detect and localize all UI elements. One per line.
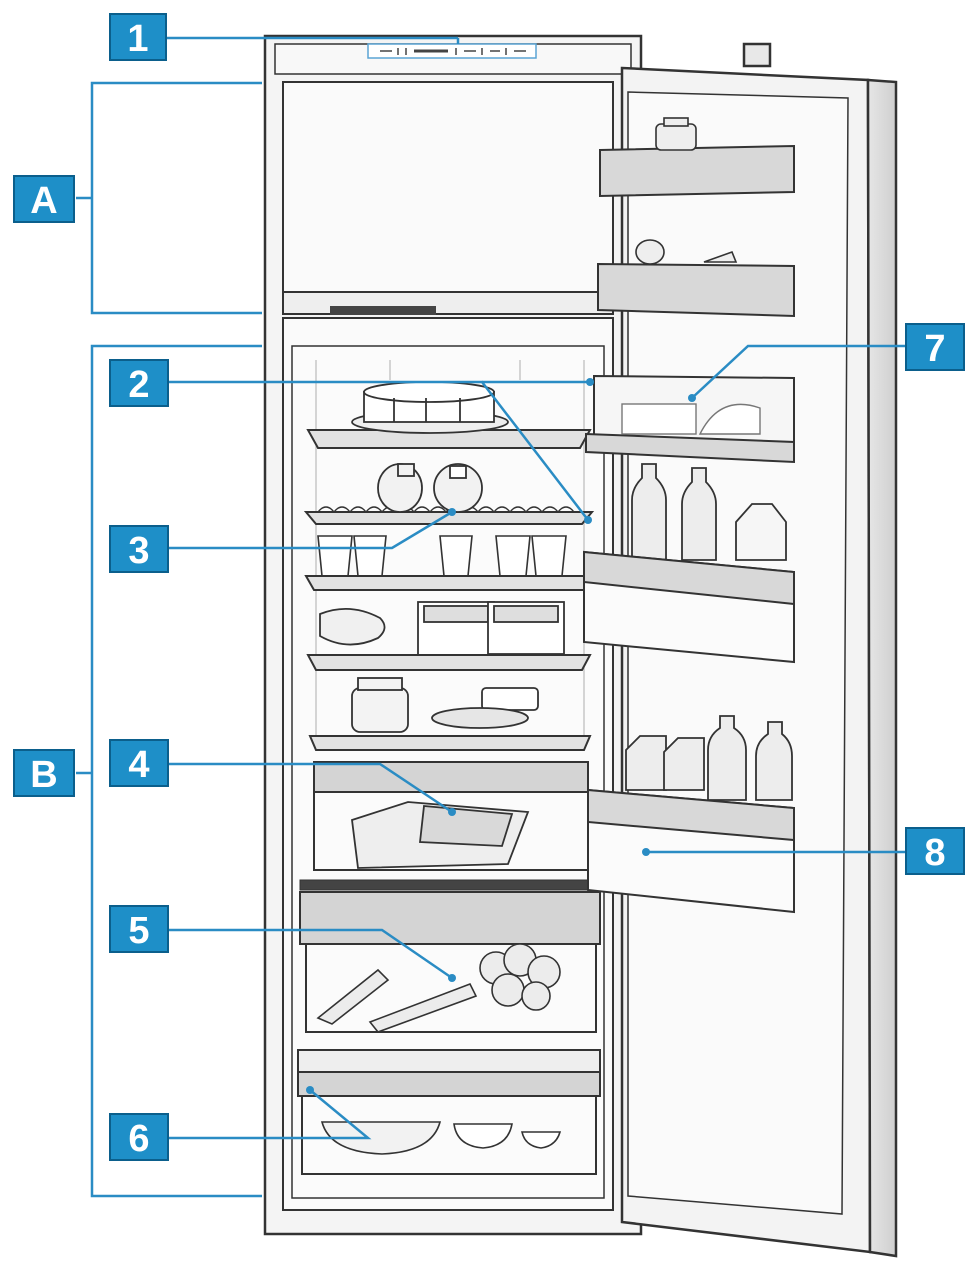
leader-6 xyxy=(168,1089,372,1140)
cake-icon xyxy=(351,381,509,434)
control-panel xyxy=(367,43,537,59)
bowls-icon xyxy=(320,1121,562,1155)
upper-handle xyxy=(330,306,436,315)
badge-7-label: 7 xyxy=(924,328,945,370)
badge-B-label: B xyxy=(30,754,57,796)
glass-shelf-5 xyxy=(308,735,592,751)
leader-7 xyxy=(691,344,906,399)
leader-dots xyxy=(306,378,696,1094)
glass-shelf-1 xyxy=(306,429,592,449)
drawer-separator xyxy=(299,879,601,891)
jar-and-dishes-icon xyxy=(351,677,539,733)
leader-5 xyxy=(168,928,453,980)
badge-3-label: 3 xyxy=(128,530,149,572)
cartons-bottles-icon xyxy=(625,715,793,801)
leader-lines xyxy=(166,36,906,1140)
food-containers-icon xyxy=(319,601,565,657)
glass-shelf-3 xyxy=(304,575,594,591)
badge-8: 8 xyxy=(905,827,965,875)
badge-3: 3 xyxy=(109,525,169,573)
bottle-top-icon xyxy=(655,117,697,151)
bracket-B xyxy=(76,344,262,1198)
wire-rack-icon xyxy=(317,506,575,514)
leader-4 xyxy=(168,762,453,814)
badge-2-label: 2 xyxy=(128,364,149,406)
badge-1: 1 xyxy=(109,13,167,61)
badge-4: 4 xyxy=(109,739,169,787)
badge-5-label: 5 xyxy=(128,910,149,952)
door-bottle-shelf xyxy=(583,550,795,664)
badge-5: 5 xyxy=(109,905,169,953)
butter-compartment-icon xyxy=(621,403,761,435)
badge-4-label: 4 xyxy=(128,744,149,786)
lying-bottles-icon xyxy=(377,463,483,513)
badge-6-label: 6 xyxy=(128,1118,149,1160)
badge-A: A xyxy=(13,175,75,223)
bottom-drawer xyxy=(297,1049,601,1175)
glass-shelf-4 xyxy=(306,654,592,671)
door-shelf-1 xyxy=(599,144,795,198)
leader-3 xyxy=(168,510,453,550)
badge-8-label: 8 xyxy=(924,832,945,874)
egg-tray-icon xyxy=(635,239,738,265)
milk-bottles-icon xyxy=(631,463,787,561)
badge-B: B xyxy=(13,749,75,797)
bottle-rack-shelf xyxy=(303,511,595,525)
fish-package-icon xyxy=(351,801,530,869)
yogurt-cups-icon xyxy=(317,535,567,577)
door-shelf-2 xyxy=(597,262,795,318)
badge-A-label: A xyxy=(30,180,57,222)
badge-2: 2 xyxy=(109,359,169,407)
badge-7: 7 xyxy=(905,323,965,371)
upper-compartment xyxy=(282,81,614,315)
badge-1-label: 1 xyxy=(127,18,148,60)
badge-6: 6 xyxy=(109,1113,169,1161)
bracket-A xyxy=(76,81,262,315)
vegetables-icon xyxy=(316,943,561,1033)
